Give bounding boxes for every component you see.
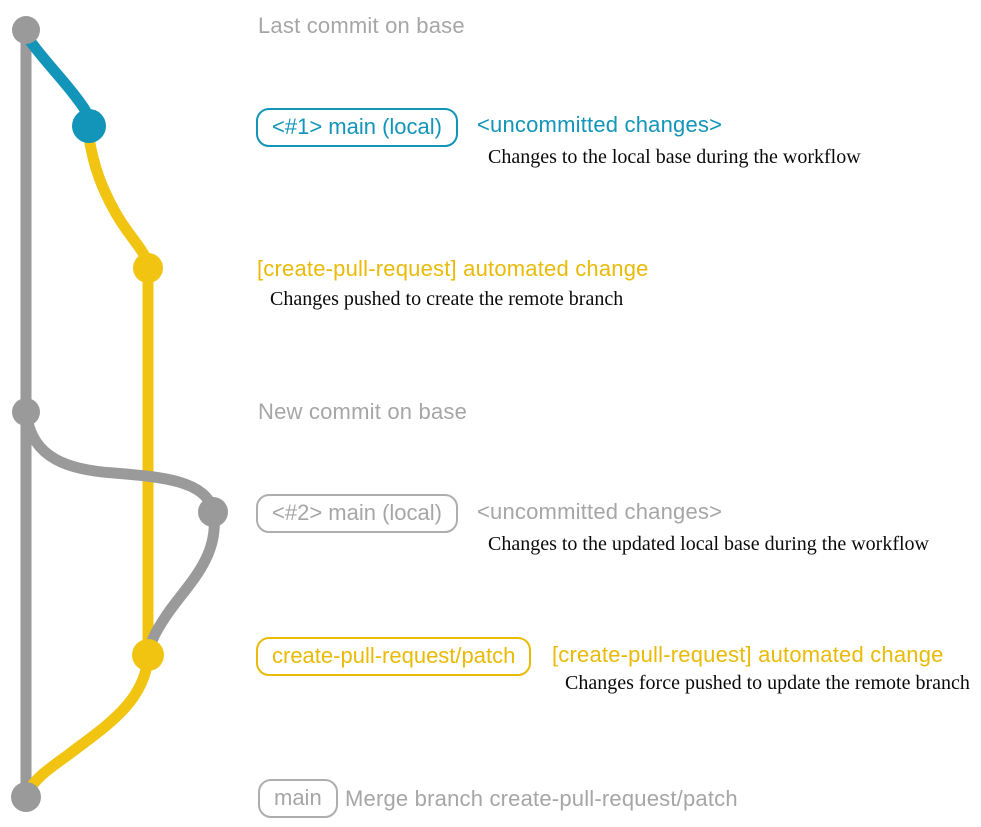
branch-line-main-local-1	[22, 32, 96, 126]
badge-create-pull-request-patch: create-pull-request/patch	[256, 637, 532, 676]
label-new-commit-on-base: New commit on base	[258, 399, 468, 424]
badge-main: main	[258, 779, 338, 818]
label-uncommitted-changes-1: <uncommitted changes>	[477, 112, 723, 137]
commit-dot-main-local-1	[72, 109, 106, 143]
detail-changes-force-pushed: Changes force pushed to update the remot…	[565, 672, 970, 694]
commit-dot-last-commit-on-base	[12, 16, 40, 44]
label-merge-branch: Merge branch create-pull-request/patch	[345, 786, 738, 811]
commit-dot-new-commit-on-base	[12, 398, 40, 426]
badge-main-local-1: <#1> main (local)	[256, 108, 458, 147]
branch-line-patch-merge	[22, 652, 154, 798]
commit-dot-main-local-2	[198, 497, 228, 527]
detail-changes-pushed: Changes pushed to create the remote bran…	[270, 288, 624, 310]
commit-dot-automated-change-1	[133, 253, 163, 283]
commit-dot-merge-commit	[11, 782, 41, 812]
label-last-commit-on-base: Last commit on base	[258, 13, 465, 38]
branch-line-main-local-2-rebase	[143, 510, 220, 657]
detail-local-base-changes: Changes to the local base during the wor…	[488, 146, 861, 168]
label-uncommitted-changes-2: <uncommitted changes>	[477, 499, 723, 524]
label-automated-change-1: [create-pull-request] automated change	[257, 256, 649, 281]
branch-line-main-local-2	[21, 411, 219, 515]
branch-line-patch-create	[83, 132, 154, 270]
commit-dot-automated-change-2	[132, 639, 164, 671]
detail-updated-local-base-changes: Changes to the updated local base during…	[488, 533, 929, 555]
badge-main-local-2: <#2> main (local)	[256, 494, 458, 533]
label-automated-change-2: [create-pull-request] automated change	[552, 642, 944, 667]
